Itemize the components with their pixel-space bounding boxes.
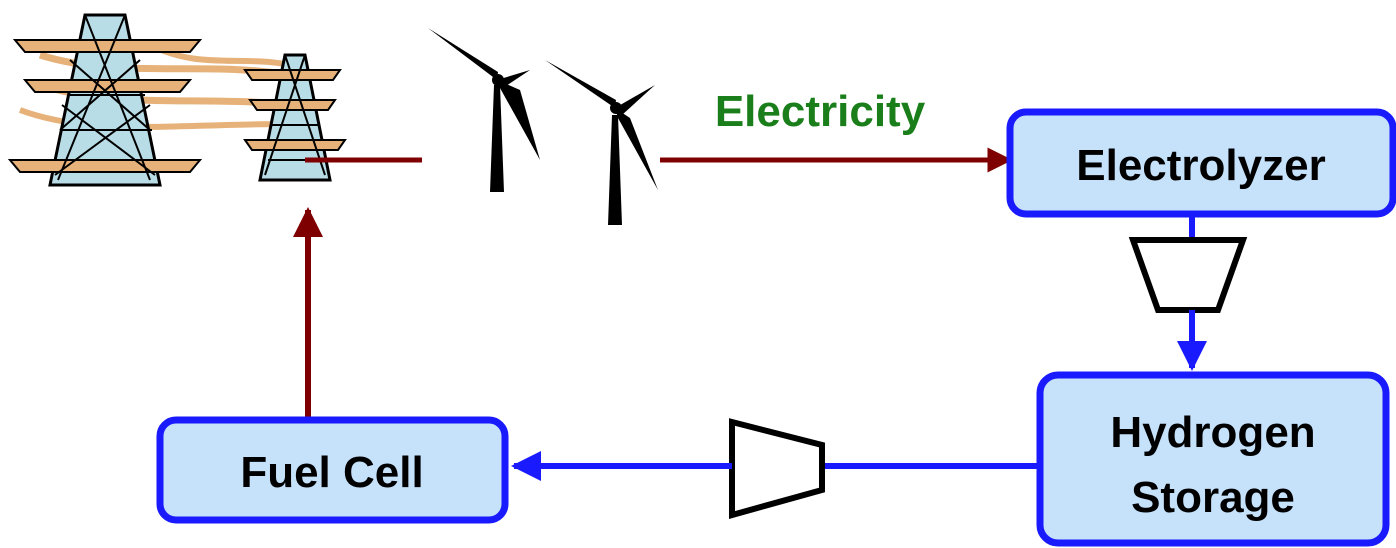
wind-turbine-icon (545, 60, 658, 225)
electrolyzer-box: Electrolyzer (1006, 108, 1396, 218)
power-tower-icon (7, 13, 347, 187)
fuel-cell-box: Fuel Cell (156, 416, 509, 524)
hydrogen-storage-label-line2: Storage (1131, 473, 1295, 522)
compressor-icon (729, 418, 825, 519)
electricity-label: Electricity (715, 87, 926, 136)
hydrogen-storage-label-line1: Hydrogen (1110, 408, 1315, 457)
compressor-icon (1128, 237, 1248, 313)
hydrogen-storage-box: Hydrogen Storage (1036, 371, 1390, 547)
fuel-cell-label: Fuel Cell (240, 448, 423, 497)
electrolyzer-label: Electrolyzer (1076, 141, 1325, 190)
wind-turbine-icon (428, 28, 540, 192)
